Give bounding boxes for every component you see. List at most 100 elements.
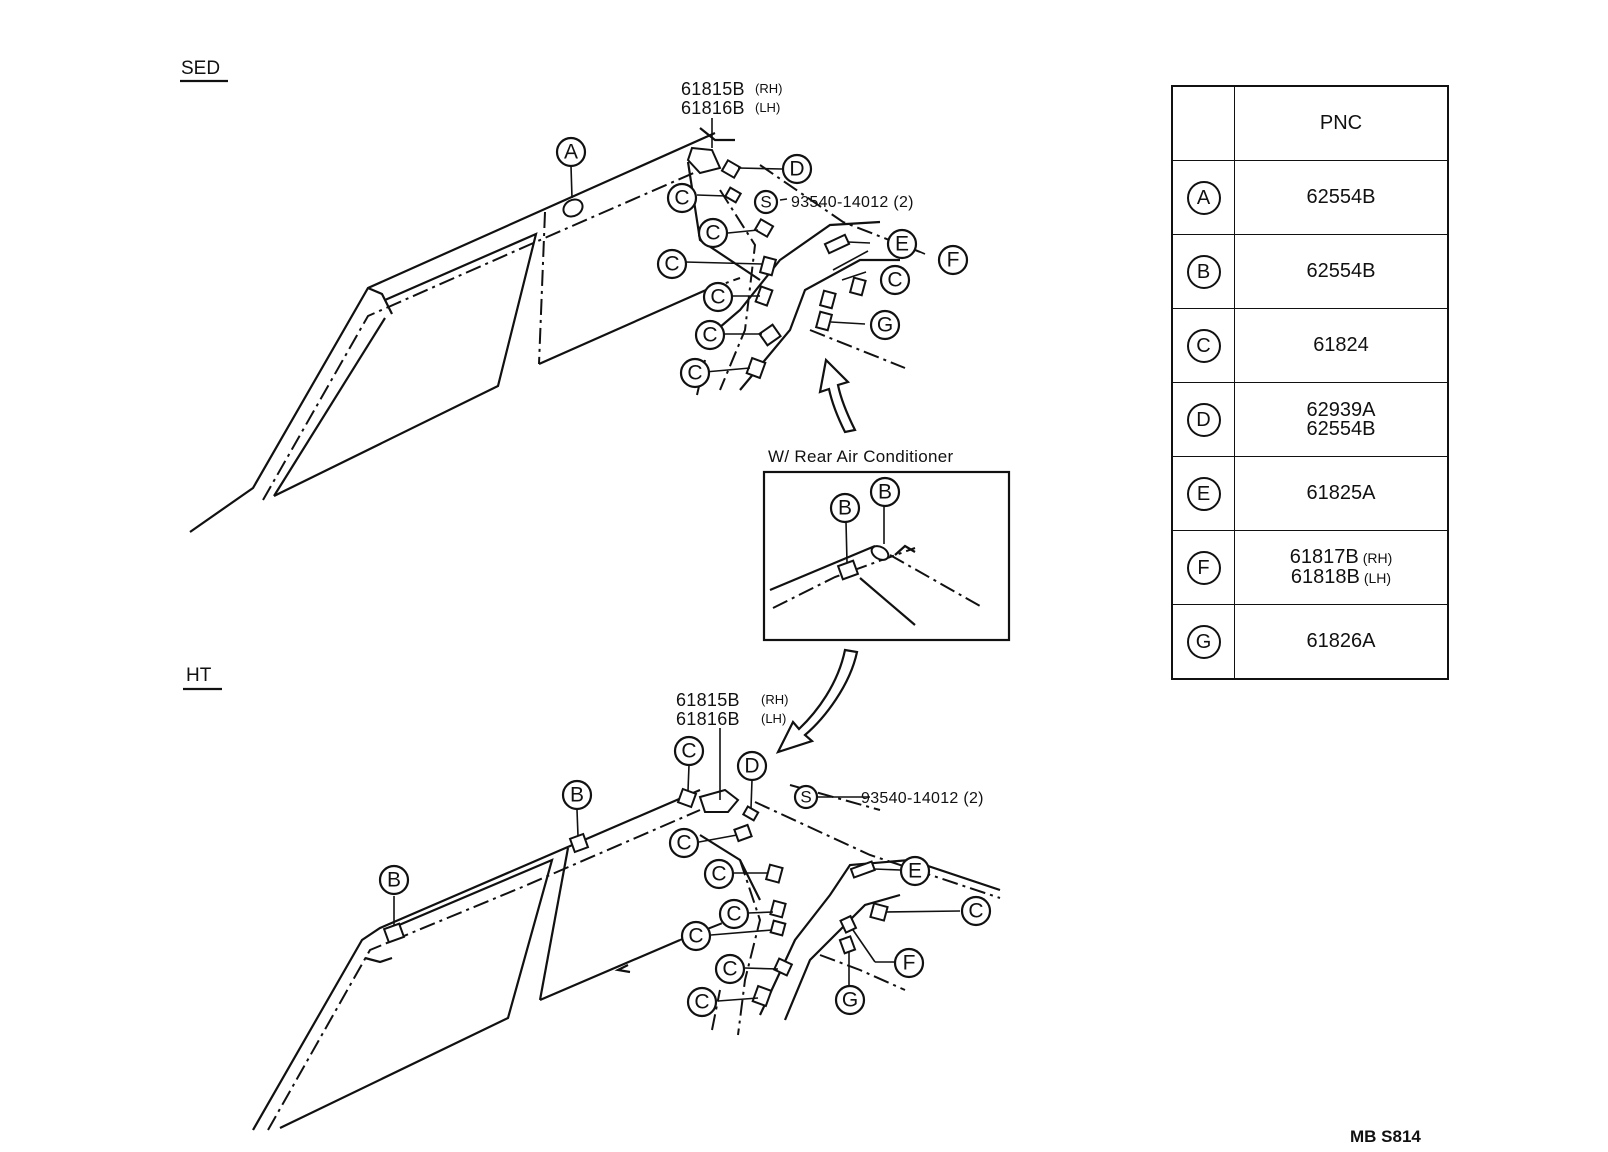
svg-text:C: C bbox=[687, 362, 702, 385]
svg-text:B: B bbox=[387, 869, 401, 892]
ht-part-c3 bbox=[764, 863, 784, 884]
callout-c: C bbox=[697, 217, 729, 249]
pnc-value: 62554B bbox=[1234, 160, 1449, 235]
ht-callouts: B B C D S C C C C C C E C F G bbox=[378, 735, 992, 1018]
svg-text:C: C bbox=[710, 286, 725, 309]
key-a: A bbox=[1186, 180, 1221, 215]
callout-b: B bbox=[561, 779, 593, 811]
callout-c: C bbox=[714, 953, 746, 985]
callout-g: G bbox=[869, 309, 901, 341]
sed-part-f bbox=[818, 289, 837, 310]
sed-leaders bbox=[570, 118, 926, 373]
table-row: F 61817B(RH) 61818B(LH) bbox=[1171, 530, 1449, 605]
sed-part-g bbox=[814, 310, 834, 332]
ht-rh-part-number: 61815B bbox=[676, 690, 740, 710]
callout-a: A bbox=[555, 136, 587, 168]
svg-text:C: C bbox=[688, 925, 703, 948]
svg-text:G: G bbox=[877, 314, 893, 337]
key-header-cell bbox=[1171, 85, 1235, 161]
svg-text:D: D bbox=[744, 755, 759, 778]
svg-text:G: G bbox=[842, 989, 858, 1012]
ht-part-g bbox=[838, 935, 857, 955]
svg-text:C: C bbox=[681, 740, 696, 763]
sed-part-c4 bbox=[758, 323, 782, 347]
key-e: E bbox=[1186, 476, 1221, 511]
sed-rh-suffix: (RH) bbox=[755, 81, 782, 96]
ht-part-e bbox=[849, 860, 876, 879]
svg-text:A: A bbox=[564, 141, 578, 164]
pnc-suffix: (RH) bbox=[1362, 549, 1393, 566]
ht-part-f1 bbox=[839, 914, 858, 934]
callout-c: C bbox=[656, 248, 688, 280]
inset-title: W/ Rear Air Conditioner bbox=[768, 447, 954, 466]
pnc-number: 61818B bbox=[1290, 565, 1360, 588]
table-row: D 62939A 62554B bbox=[1171, 382, 1449, 457]
pnc-value: 61817B(RH) 61818B(LH) bbox=[1234, 530, 1449, 605]
sed-lh-suffix: (LH) bbox=[755, 100, 780, 115]
key-g: G bbox=[1186, 624, 1221, 659]
callout-c: C bbox=[960, 895, 992, 927]
svg-text:B: B bbox=[878, 481, 892, 504]
sed-part-rh-lh bbox=[686, 146, 722, 175]
inset-drawing: B B bbox=[769, 476, 981, 626]
sed-section-label: SED bbox=[181, 58, 220, 79]
callout-c: C bbox=[679, 357, 711, 389]
pnc-value-line: 62939A bbox=[1306, 398, 1376, 421]
drawing-code: MB S814 bbox=[1350, 1127, 1421, 1146]
pnc-table-header-row: PNC bbox=[1171, 85, 1449, 161]
ht-part-c4 bbox=[769, 899, 787, 919]
arrow-to-ht bbox=[775, 648, 859, 754]
svg-text:B: B bbox=[570, 784, 584, 807]
svg-text:S: S bbox=[800, 788, 811, 807]
table-row: G 61826A bbox=[1171, 604, 1449, 680]
svg-text:C: C bbox=[664, 253, 679, 276]
callout-c: C bbox=[666, 182, 698, 214]
svg-text:E: E bbox=[908, 860, 922, 883]
sed-callouts: A D C S C C C C C E F C G bbox=[555, 136, 969, 389]
pnc-suffix: (LH) bbox=[1363, 569, 1392, 586]
svg-text:F: F bbox=[903, 952, 916, 975]
sed-part-c3 bbox=[754, 285, 774, 307]
svg-text:F: F bbox=[947, 249, 960, 272]
ht-part-c5 bbox=[769, 919, 787, 937]
sed-lh-part-number: 61816B bbox=[681, 98, 745, 118]
callout-c: C bbox=[703, 858, 735, 890]
svg-text:B: B bbox=[838, 497, 852, 520]
pnc-value-line: 62554B bbox=[1306, 417, 1376, 440]
sed-part-e bbox=[823, 233, 851, 255]
ht-lh-suffix: (LH) bbox=[761, 711, 786, 726]
ht-section-label: HT bbox=[186, 665, 212, 686]
svg-text:C: C bbox=[711, 863, 726, 886]
key-b: B bbox=[1186, 254, 1221, 289]
pnc-value-line: 61818B(LH) bbox=[1235, 565, 1447, 588]
pnc-value: 61826A bbox=[1234, 604, 1449, 680]
svg-text:C: C bbox=[968, 900, 983, 923]
inset-part-b2 bbox=[870, 545, 890, 561]
callout-b: B bbox=[829, 492, 861, 524]
ht-part-c1 bbox=[676, 787, 698, 809]
sed-part-c1 bbox=[753, 217, 775, 239]
ht-rh-suffix: (RH) bbox=[761, 692, 788, 707]
callout-b: B bbox=[869, 476, 901, 508]
svg-text:C: C bbox=[702, 324, 717, 347]
callout-c: C bbox=[668, 827, 700, 859]
table-row: C 61824 bbox=[1171, 308, 1449, 383]
sed-screw-part-number: 93540-14012 (2) bbox=[791, 194, 914, 211]
table-row: E 61825A bbox=[1171, 456, 1449, 531]
pnc-table: PNC A 62554B B 62554B C 61824 D 62939A 6… bbox=[1171, 85, 1449, 680]
sed-part-c5 bbox=[745, 356, 767, 380]
sed-part-s bbox=[723, 186, 743, 204]
svg-text:C: C bbox=[722, 958, 737, 981]
key-f: F bbox=[1186, 550, 1221, 585]
ht-parts bbox=[382, 787, 889, 1008]
key-c: C bbox=[1186, 328, 1221, 363]
svg-text:C: C bbox=[705, 222, 720, 245]
sed-part-d bbox=[720, 158, 742, 180]
ht-part-c2 bbox=[733, 823, 753, 843]
callout-c: C bbox=[718, 898, 750, 930]
svg-text:D: D bbox=[789, 158, 804, 181]
svg-text:C: C bbox=[726, 903, 741, 926]
sed-part-c2 bbox=[758, 255, 778, 277]
pnc-value: 62554B bbox=[1234, 234, 1449, 309]
